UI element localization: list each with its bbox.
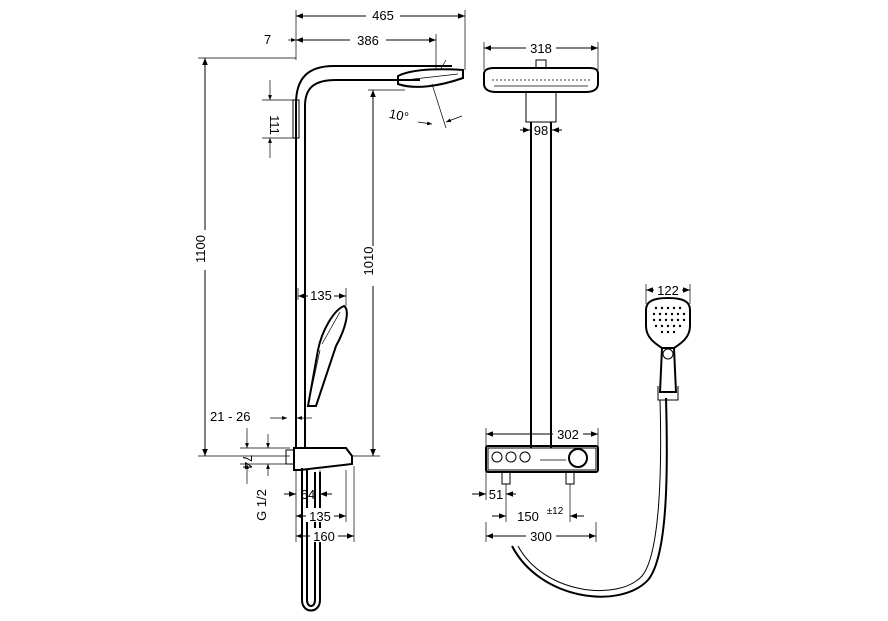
function-button-1 — [491, 451, 503, 463]
dim-inlet-spacing: 150 ±12 — [492, 484, 584, 524]
dim-bracket-height: 111 — [262, 80, 293, 158]
inlet-tolerance-label: ±12 — [547, 506, 564, 517]
bracket-height-label: 111 — [267, 115, 282, 135]
arm-connector — [525, 91, 557, 123]
front-shower-head — [483, 59, 599, 93]
body-width-label: 135 — [309, 509, 331, 524]
front-view: 318 98 302 51 150 — [472, 40, 668, 598]
side-hose — [301, 468, 321, 612]
dim-handshower-width: 135 — [297, 288, 347, 306]
wall-bracket — [292, 99, 300, 139]
temperature-knob — [568, 448, 588, 468]
wall-distance-label: 21 - 26 — [210, 409, 250, 424]
head-width-label: 318 — [530, 41, 552, 56]
dim-inlet-height: 74 — [240, 428, 290, 484]
total-height-label: 1100 — [193, 235, 208, 263]
dim-body-depth: 160 — [295, 466, 355, 544]
dim-thermostat-width: 302 — [485, 426, 599, 446]
dim-body-width: 135 — [295, 470, 347, 524]
dim-total-height: 1100 — [193, 57, 296, 457]
inlet-height-label: 74 — [240, 455, 255, 469]
function-button-2 — [505, 451, 517, 463]
dim-tilt-angle: 10° — [388, 83, 463, 129]
head-height-label: 1010 — [361, 247, 376, 276]
spray-face — [652, 306, 686, 334]
dim-wall-distance: 21 - 26 — [210, 409, 312, 424]
dim-handshower-head-width: 122 — [645, 283, 691, 304]
arm-length-label: 386 — [357, 33, 379, 48]
side-thermostat-body — [285, 447, 353, 471]
front-hose — [511, 397, 668, 598]
inlet-spacing-label: 150 — [517, 509, 539, 524]
front-thermostat — [485, 445, 599, 485]
dim-rail-length: 300 — [485, 522, 597, 544]
function-button-3 — [519, 451, 531, 463]
side-hand-shower — [306, 304, 348, 407]
dim-inlet-offset: 51 — [472, 472, 516, 502]
offset-label: 7 — [264, 32, 271, 47]
dim-arm-length: 7 386 — [264, 32, 437, 70]
tilt-angle-label: 10° — [388, 106, 410, 125]
dim-head-height: 1010 — [352, 89, 405, 457]
dim-overall-width: 465 — [295, 8, 466, 70]
handshower-head-width-label: 122 — [657, 283, 679, 298]
body-depth-label: 160 — [313, 529, 335, 544]
handshower-width-label: 135 — [310, 288, 332, 303]
thread-label: G 1/2 — [254, 489, 269, 521]
dim-arm-width: 98 — [520, 123, 562, 138]
hand-shower-detail: 122 — [645, 283, 691, 401]
dim-head-width: 318 — [483, 40, 599, 70]
select-button — [662, 348, 674, 360]
arm-width-label: 98 — [534, 123, 548, 138]
thermostat-width-label: 302 — [557, 427, 579, 442]
side-view: 465 7 386 10° 111 — [193, 8, 466, 612]
overhead-shower-head — [397, 59, 464, 88]
spout-offset-label: 64 — [301, 487, 315, 502]
front-riser — [530, 122, 552, 448]
riser-pipe — [295, 65, 452, 448]
overall-width-label: 465 — [372, 8, 394, 23]
inlet-offset-label: 51 — [489, 487, 503, 502]
dim-spout-offset: 64 — [284, 470, 332, 502]
rail-length-label: 300 — [530, 529, 552, 544]
